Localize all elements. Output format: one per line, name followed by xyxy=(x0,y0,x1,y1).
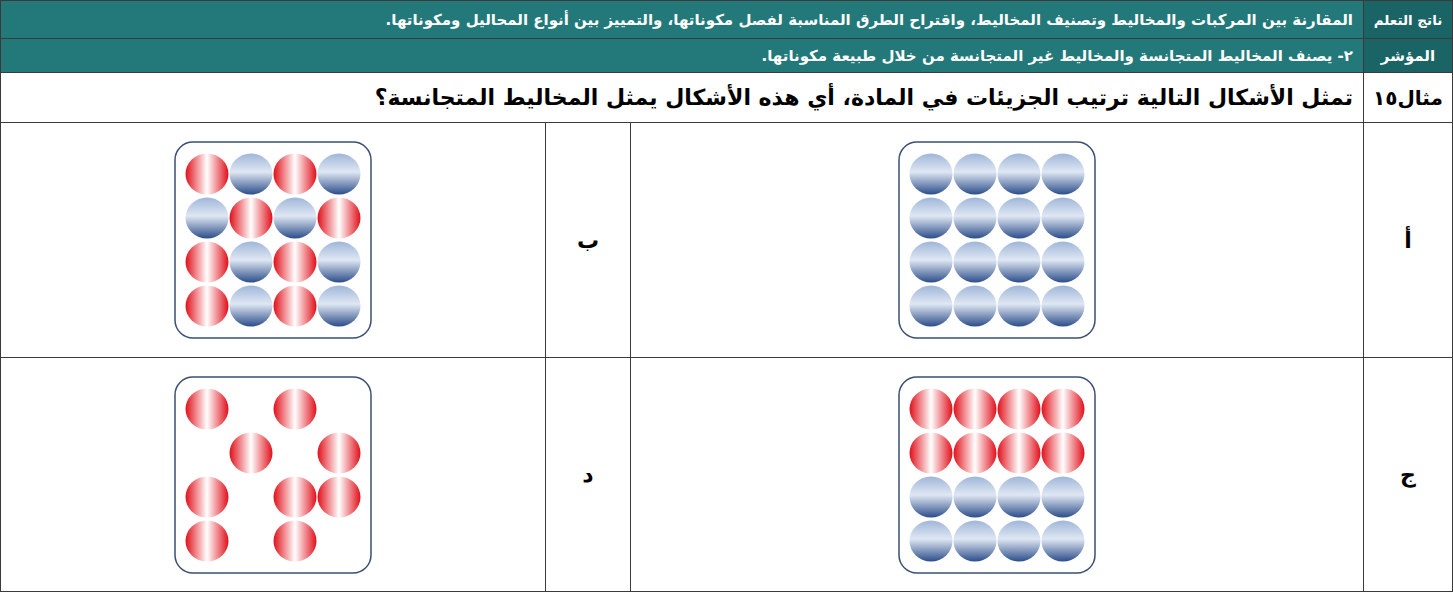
outcome-text: المقارنة بين المركبات والمخاليط وتصنيف ا… xyxy=(386,11,1353,29)
blue-particle xyxy=(910,521,953,562)
red-particle xyxy=(186,521,229,562)
red-particle xyxy=(186,389,229,430)
blue-particle xyxy=(1042,521,1085,562)
table-cell: ناتج التعلم xyxy=(1363,0,1453,39)
table-cell: المؤشر xyxy=(1363,38,1453,73)
blue-particle xyxy=(910,242,953,283)
blue-particle xyxy=(910,198,953,239)
red-particle xyxy=(318,198,361,239)
red-particle xyxy=(998,389,1041,430)
blue-particle xyxy=(998,242,1041,283)
blue-particle xyxy=(998,521,1041,562)
red-particle xyxy=(910,433,953,474)
table-cell: د xyxy=(545,357,631,592)
blue-particle xyxy=(1042,286,1085,327)
table-cell: مثال١٥ xyxy=(1363,72,1453,123)
blue-particle xyxy=(954,154,997,195)
red-particle xyxy=(318,477,361,518)
red-particle xyxy=(274,154,317,195)
red-particle xyxy=(274,521,317,562)
container-outline xyxy=(175,377,371,573)
red-particle xyxy=(274,389,317,430)
table-cell: تمثل الأشكال التالية ترتيب الجزيئات في ا… xyxy=(0,72,1364,123)
option-letter: ب xyxy=(577,228,599,253)
table-cell: ج xyxy=(1363,357,1453,592)
red-particle xyxy=(230,198,273,239)
blue-particle xyxy=(998,154,1041,195)
particle-box xyxy=(897,140,1097,340)
header-label: المؤشر xyxy=(1381,47,1435,65)
question-text: تمثل الأشكال التالية ترتيب الجزيئات في ا… xyxy=(375,85,1353,110)
blue-particle xyxy=(954,198,997,239)
particle-box xyxy=(173,140,373,340)
blue-particle xyxy=(954,242,997,283)
red-particle xyxy=(318,433,361,474)
red-particle xyxy=(954,389,997,430)
blue-particle xyxy=(318,286,361,327)
blue-particle xyxy=(1042,198,1085,239)
option-letter: أ xyxy=(1404,228,1412,253)
option-letter: د xyxy=(582,462,593,487)
blue-particle xyxy=(274,198,317,239)
blue-particle xyxy=(998,477,1041,518)
option-letter: ج xyxy=(1400,462,1416,487)
red-particle xyxy=(274,242,317,283)
container-outline xyxy=(899,142,1095,338)
blue-particle xyxy=(954,521,997,562)
header-label: ناتج التعلم xyxy=(1374,12,1443,28)
blue-particle xyxy=(998,286,1041,327)
blue-particle xyxy=(1042,154,1085,195)
red-particle xyxy=(230,433,273,474)
container-outline xyxy=(899,377,1095,573)
table-cell: ب xyxy=(545,122,631,358)
blue-particle xyxy=(318,154,361,195)
red-particle xyxy=(1042,433,1085,474)
blue-particle xyxy=(230,154,273,195)
red-particle xyxy=(1042,389,1085,430)
blue-particle xyxy=(230,242,273,283)
table-cell: أ xyxy=(1363,122,1453,358)
red-particle xyxy=(954,433,997,474)
blue-particle xyxy=(230,286,273,327)
container-outline xyxy=(175,142,371,338)
blue-particle xyxy=(954,286,997,327)
blue-particle xyxy=(910,154,953,195)
blue-particle xyxy=(1042,477,1085,518)
blue-particle xyxy=(318,242,361,283)
indicator-text: ٢- يصنف المخاليط المتجانسة والمخاليط غير… xyxy=(762,47,1353,65)
red-particle xyxy=(186,242,229,283)
red-particle xyxy=(186,154,229,195)
particle-box xyxy=(897,375,1097,575)
blue-particle xyxy=(954,477,997,518)
table-cell: المقارنة بين المركبات والمخاليط وتصنيف ا… xyxy=(0,0,1364,39)
blue-particle xyxy=(910,477,953,518)
red-particle xyxy=(274,286,317,327)
red-particle xyxy=(910,389,953,430)
blue-particle xyxy=(910,286,953,327)
red-particle xyxy=(186,286,229,327)
example-number: مثال١٥ xyxy=(1373,86,1443,110)
red-particle xyxy=(186,477,229,518)
red-particle xyxy=(274,477,317,518)
blue-particle xyxy=(998,198,1041,239)
red-particle xyxy=(998,433,1041,474)
table-cell: ٢- يصنف المخاليط المتجانسة والمخاليط غير… xyxy=(0,38,1364,73)
blue-particle xyxy=(1042,242,1085,283)
blue-particle xyxy=(186,198,229,239)
particle-box xyxy=(173,375,373,575)
